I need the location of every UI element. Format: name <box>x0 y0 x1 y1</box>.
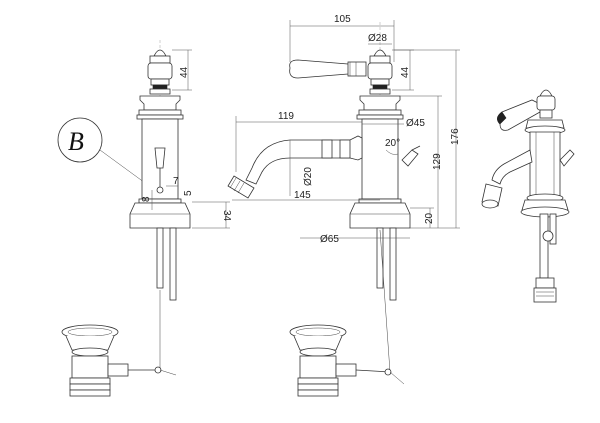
dim-body-width: 145 <box>294 190 311 201</box>
front-waste <box>61 324 177 397</box>
side-lever-handle <box>289 59 367 79</box>
dim-body-dia: Ø45 <box>406 118 425 129</box>
dim-right-h: 5 <box>183 190 194 196</box>
dim-handle-reach: 105 <box>334 14 351 25</box>
dim-spout-height: 129 <box>432 153 443 170</box>
dim-base-dia: Ø65 <box>320 234 339 245</box>
side-waste <box>289 324 405 397</box>
dim-handle-dia: Ø28 <box>368 33 387 44</box>
logo-letter: B <box>68 127 84 156</box>
side-knob <box>367 49 393 95</box>
dim-handle-height-side: 44 <box>400 66 411 78</box>
dim-spout-reach: 119 <box>278 111 294 122</box>
front-spout <box>154 147 166 194</box>
dim-base-height: 20 <box>424 212 435 224</box>
dim-left-h: 8 <box>141 196 152 202</box>
front-body <box>129 95 191 229</box>
side-view: 105 Ø28 44 119 Ø45 20° Ø20 145 <box>227 14 461 397</box>
side-dimensions: 105 Ø28 44 119 Ø45 20° Ø20 145 <box>232 14 461 245</box>
dim-lever-h: 7 <box>173 176 179 187</box>
front-handle <box>147 49 173 95</box>
dim-total-height: 176 <box>450 128 461 145</box>
front-view: 44 7 8 5 34 <box>61 40 232 397</box>
dim-handle-height-front: 44 <box>179 66 190 78</box>
front-dimensions: 44 7 8 5 34 <box>141 49 232 229</box>
side-body <box>349 95 421 229</box>
dim-angle: 20° <box>385 138 400 149</box>
brand-logo: B <box>57 117 153 189</box>
dim-spout-dia: Ø20 <box>303 167 314 186</box>
dim-bottom-h: 34 <box>221 210 232 222</box>
perspective-view <box>481 89 575 303</box>
side-spout <box>227 135 363 199</box>
